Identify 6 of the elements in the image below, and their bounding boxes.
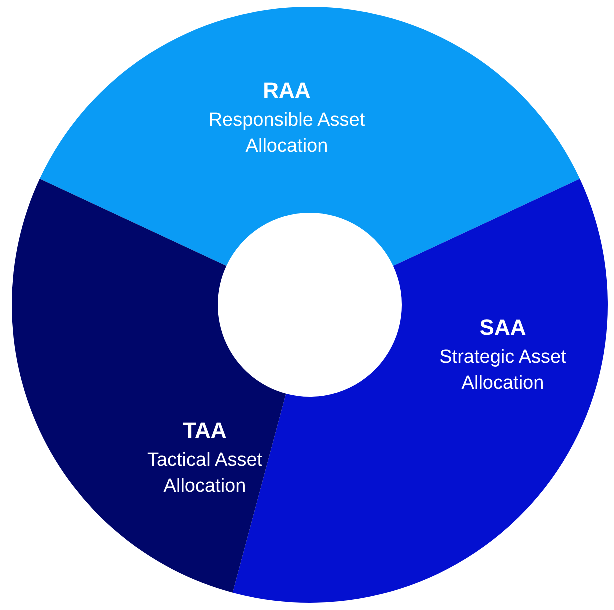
- segment-label: Tactical Asset Allocation: [146, 449, 264, 499]
- segment-label: Strategic Asset Allocation: [438, 346, 568, 396]
- segment-title: RAA: [262, 78, 312, 104]
- segment-title: TAA: [182, 418, 228, 444]
- segment-label: Responsible Asset Allocation: [208, 109, 366, 159]
- segment-title: SAA: [478, 315, 528, 341]
